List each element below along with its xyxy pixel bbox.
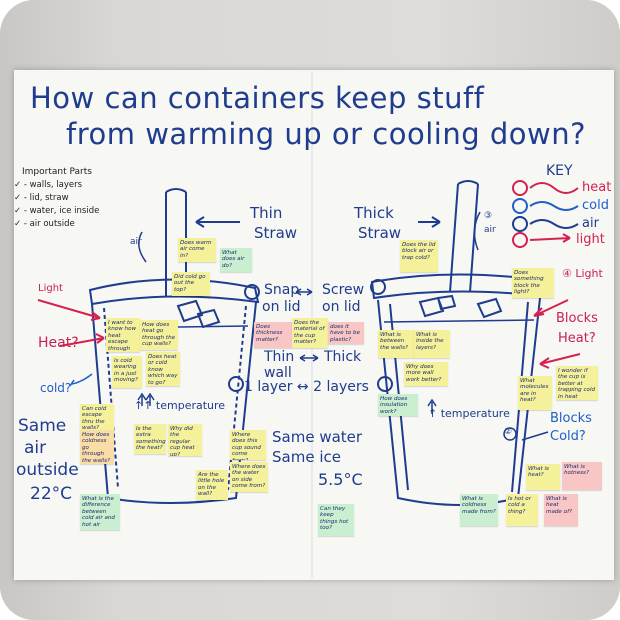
right-num2-label: ② — [504, 427, 513, 437]
left-air-small-label: air — [130, 237, 142, 247]
sticky-note: does it have to be plastic? — [328, 322, 364, 344]
thin-wall-label-1: Thin — [264, 349, 295, 365]
sticky-note: Does the material of the cup matter? — [292, 318, 328, 348]
left-air-label: air — [24, 438, 47, 458]
sticky-note: Can they keep things hot too? — [318, 504, 354, 536]
sticky-note: What is heat? — [526, 464, 560, 490]
thick-straw-label-1: Thick — [354, 204, 394, 222]
left-cold-label: cold? — [40, 381, 72, 395]
sticky-note: I wonder if the cup is better at trappin… — [556, 366, 598, 400]
sticky-note: Where does this cup sound come from? — [230, 430, 266, 460]
right-blocks-cold-label-1: Blocks — [550, 411, 592, 426]
sticky-note: How does insulation work? — [378, 394, 418, 416]
sticky-note: Is cold wearing in a just moving? — [112, 356, 142, 388]
right-blocks-heat-label-2: Heat? — [558, 331, 596, 346]
screw-on-lid-label: on lid — [322, 299, 361, 315]
left-heat-label: Heat? — [38, 335, 79, 351]
sticky-note: What is heat made of? — [544, 494, 578, 526]
thin-straw-label-2: Straw — [254, 224, 298, 242]
right-air-small-label: air — [484, 225, 496, 235]
screw-label: Screw — [322, 282, 365, 298]
sticky-note: What is the difference between cold air … — [80, 494, 120, 530]
thin-wall-label-2: wall — [264, 365, 292, 381]
key-heading: KEY — [546, 163, 573, 179]
right-blocks-cold-label-2: Cold? — [550, 429, 586, 444]
important-parts-item-2: ✓ - lid, straw — [14, 193, 69, 203]
sticky-note: What is hotness? — [562, 462, 602, 490]
left-temp-label: 22°C — [30, 484, 73, 504]
right-temperature-label: ↑ temperature — [428, 407, 510, 420]
sticky-note: Is hot or cold a thing? — [506, 494, 538, 526]
important-parts-item-1: ✓ - walls, layers — [14, 180, 83, 190]
sticky-note: Can cold escape thru the walls? — [80, 404, 114, 432]
left-temperature-label: ↑↑ temperature — [134, 399, 226, 412]
sticky-note: Does heat or cold know which way to go? — [146, 352, 180, 386]
snap-on-lid-label: on lid — [262, 299, 301, 315]
important-parts-item-3: ✓ - water, ice inside — [14, 206, 100, 216]
sticky-note: How does coldness go through the walls? — [80, 430, 114, 464]
title-line-2: from warming up or cooling down? — [66, 117, 587, 151]
sticky-note: Are the little hole on the wall? — [196, 470, 228, 500]
title-line-1: How can containers keep stuff — [30, 81, 485, 115]
sticky-note: Is the extra something the heat? — [134, 424, 166, 454]
right-blocks-heat-label-1: Blocks — [556, 311, 598, 326]
same-ice-label: Same ice — [272, 448, 341, 466]
left-outside-label: outside — [16, 460, 79, 480]
sticky-note: What does air do? — [220, 248, 252, 272]
sticky-note: What is between the walls? — [378, 330, 414, 358]
key-cold-label: cold — [582, 198, 609, 213]
important-parts-item-4: ✓ - air outside — [14, 219, 75, 229]
sticky-note: Does warm air come in? — [178, 238, 216, 262]
sticky-note: What is coldness made from? — [460, 494, 498, 526]
sticky-note: Does thickness matter? — [254, 322, 292, 348]
sticky-note: Does something block the light? — [512, 268, 554, 298]
sticky-note: What molecules are in heat? — [518, 376, 552, 410]
thin-straw-label-1: Thin — [250, 204, 283, 222]
sticky-note: Where does the water on side come from? — [230, 462, 268, 492]
same-water-label: Same water — [272, 428, 363, 446]
snap-label: Snap — [264, 282, 300, 298]
important-parts-heading: Important Parts — [22, 167, 92, 177]
left-light-label: Light — [38, 283, 63, 294]
temp-right-label: 5.5°C — [318, 470, 363, 489]
sticky-note: Does the lid block air or trap cold? — [400, 240, 438, 272]
right-num3-label: ③ — [484, 211, 493, 221]
sticky-note: I want to know how heat escape through p… — [106, 318, 140, 352]
sticky-note: How does heat go through the cup walls? — [140, 320, 178, 350]
key-air-label: air — [582, 216, 599, 231]
thick-wall-label: Thick — [324, 349, 362, 365]
right-light-label: ④ Light — [562, 267, 603, 280]
sticky-note: Why did the regular cup heat up? — [168, 424, 202, 456]
sticky-note: Did cold go out the top? — [172, 272, 210, 296]
key-light-label: light — [576, 232, 605, 247]
key-heat-label: heat — [582, 180, 612, 195]
sticky-note: Why does more wall work better? — [404, 362, 448, 386]
left-same-label: Same — [18, 416, 67, 436]
sticky-note: What is inside the layers? — [414, 330, 450, 358]
thick-straw-label-2: Straw — [358, 224, 402, 242]
layers-label: 1 layer ↔ 2 layers — [244, 379, 369, 395]
